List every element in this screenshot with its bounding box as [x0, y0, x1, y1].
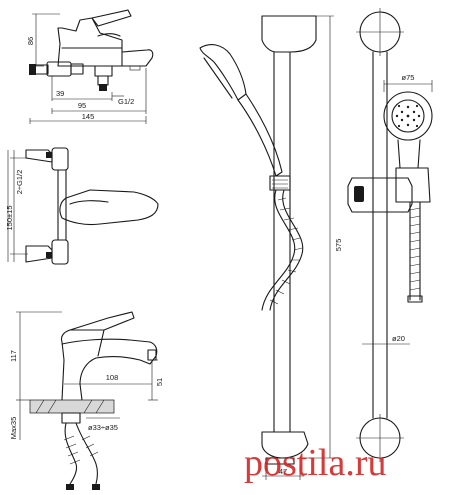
- dim-basin-hole: ø33÷ø35: [88, 423, 118, 432]
- dim-rail-length: 575: [334, 239, 343, 252]
- basin-mixer-view: [29, 311, 158, 490]
- dim-basin-reach: 108: [106, 373, 119, 382]
- dim-mixer-inlet: 39: [56, 89, 64, 98]
- bath-mixer-dimensions: [29, 13, 147, 124]
- dim-front-thread: 2÷G1/2: [15, 170, 24, 195]
- watermark: postila.ru: [244, 442, 386, 484]
- dim-mixer-width: 145: [82, 112, 95, 121]
- shower-head-front: [383, 80, 433, 169]
- bath-mixer-front-view: [25, 147, 159, 265]
- shower-hose: [261, 189, 304, 311]
- dim-mixer-height: 86: [26, 37, 35, 45]
- front-view-dimensions: [7, 150, 28, 262]
- dim-head-diameter: ø75: [402, 73, 415, 82]
- dim-front-spacing: 150±15: [5, 206, 14, 231]
- hand-shower-side: [199, 44, 291, 191]
- basin-mixer-dimensions: [16, 311, 158, 440]
- dim-basin-deck-max: Max35: [9, 417, 18, 440]
- bath-mixer-side-view: [29, 9, 154, 91]
- dim-mixer-thread: G1/2: [118, 97, 134, 106]
- dim-rail-base: 47: [279, 467, 287, 476]
- rail-dimensions: [262, 15, 334, 480]
- dim-mixer-spout: 95: [78, 101, 86, 110]
- slide-rail-front: [347, 8, 431, 462]
- shower-hose-front: [407, 201, 423, 303]
- slide-rail-side: [261, 15, 317, 465]
- dim-rail-diameter: ø20: [392, 334, 405, 343]
- dim-basin-height: 117: [9, 350, 18, 362]
- dim-basin-spout-height: 51: [155, 378, 164, 386]
